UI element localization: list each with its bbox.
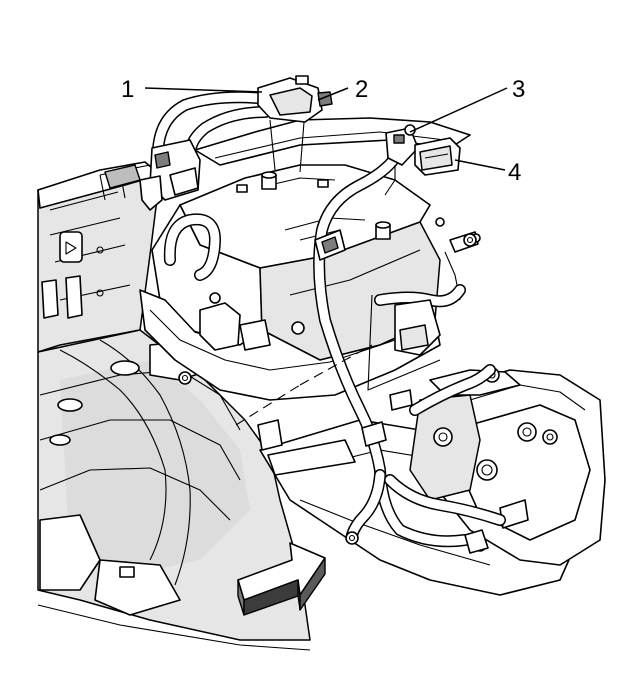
component-tank <box>139 164 481 401</box>
callout-3-label: 3 <box>512 76 525 103</box>
callout-1-label: 1 <box>121 76 134 103</box>
wiring-harness <box>99 91 506 554</box>
callout-leaders <box>144 87 508 171</box>
forward-direction-arrow-icon <box>237 542 326 616</box>
vehicle-body-structure <box>37 117 606 651</box>
callout-2-label: 2 <box>355 76 368 103</box>
callout-4-label: 4 <box>508 159 521 186</box>
component-3-connector <box>384 124 419 196</box>
component-2-bracket <box>257 75 333 173</box>
callout-labels: 1 2 3 4 <box>121 76 525 186</box>
component-4-module <box>414 137 461 176</box>
section-lines <box>235 294 441 426</box>
